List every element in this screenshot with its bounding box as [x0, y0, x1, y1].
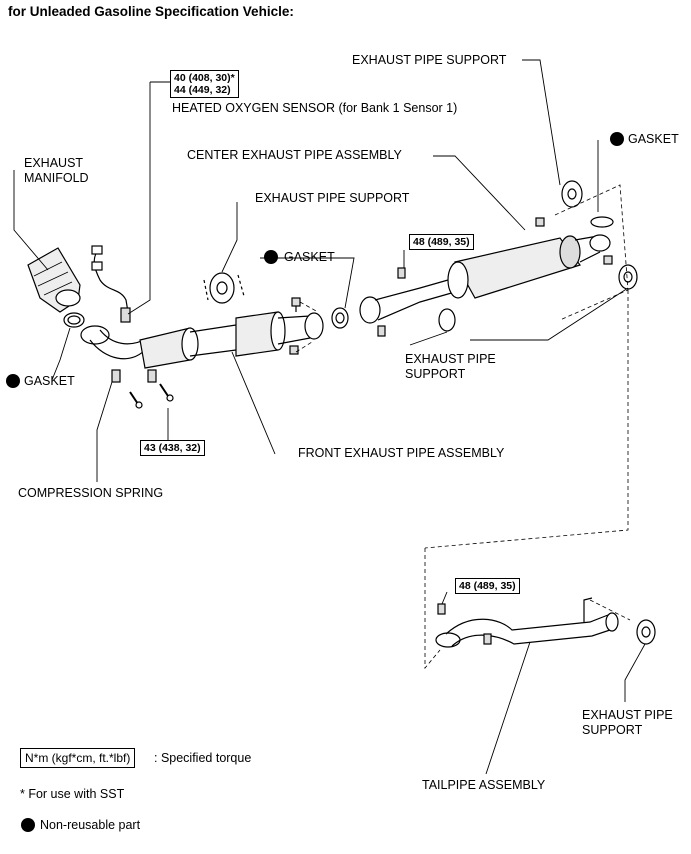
label-exhaust-manifold-line2: MANIFOLD — [24, 171, 89, 185]
exhaust-manifold — [27, 247, 81, 313]
torque-box-front-pipe: 43 (438, 32) — [140, 440, 205, 456]
label-exhaust-pipe-support-right-line2: SUPPORT — [405, 367, 466, 381]
non-reusable-icon — [610, 132, 624, 146]
label-gasket-right: GASKET — [628, 132, 679, 146]
label-center-exhaust-pipe: CENTER EXHAUST PIPE ASSEMBLY — [187, 148, 402, 162]
label-compression-spring: COMPRESSION SPRING — [18, 486, 164, 500]
non-reusable-icon — [21, 818, 35, 832]
page-title: for Unleaded Gasoline Specification Vehi… — [8, 4, 294, 19]
non-reusable-icon — [6, 374, 20, 388]
tailpipe-assembly — [435, 597, 656, 648]
label-exhaust-pipe-support-bottom-line2: SUPPORT — [582, 723, 643, 737]
legend-non-reusable: Non-reusable part — [40, 818, 141, 832]
legend-torque-desc: : Specified torque — [154, 751, 252, 765]
non-reusable-icon — [264, 250, 278, 264]
label-exhaust-pipe-support-right-line1: EXHAUST PIPE — [405, 352, 496, 366]
legend-sst-note: * For use with SST — [20, 787, 125, 801]
torque-box-tailpipe: 48 (489, 35) — [455, 578, 520, 594]
dashed-guides — [295, 184, 631, 670]
gasket-mid — [331, 307, 349, 329]
exhaust-pipe-support-right — [438, 308, 456, 332]
exhaust-pipe-support-top — [561, 180, 583, 208]
front-flange-bolts — [111, 369, 174, 409]
label-exhaust-manifold-line1: EXHAUST — [24, 156, 84, 170]
label-heated-oxygen-sensor: HEATED OXYGEN SENSOR (for Bank 1 Sensor … — [172, 101, 458, 115]
center-exhaust-pipe — [359, 217, 613, 337]
label-exhaust-pipe-support-bottom-line1: EXHAUST PIPE — [582, 708, 673, 722]
label-exhaust-pipe-support-right: EXHAUST PIPE SUPPORT — [405, 352, 496, 382]
label-gasket-mid: GASKET — [284, 250, 335, 264]
exhaust-pipe-support-mid — [209, 272, 235, 304]
heated-oxygen-sensor — [91, 245, 131, 323]
exhaust-pipe-support-bottom — [636, 619, 656, 645]
label-exhaust-pipe-support-top: EXHAUST PIPE SUPPORT — [352, 53, 507, 67]
front-exhaust-pipe — [80, 311, 324, 369]
torque-value-sensor-line2: 44 (449, 32) — [174, 84, 231, 96]
label-exhaust-manifold: EXHAUST MANIFOLD — [24, 156, 89, 186]
gasket-left — [63, 312, 85, 328]
label-exhaust-pipe-support-mid: EXHAUST PIPE SUPPORT — [255, 191, 410, 205]
gasket-right — [590, 216, 614, 228]
label-front-exhaust-pipe: FRONT EXHAUST PIPE ASSEMBLY — [298, 446, 505, 460]
torque-box-oxygen-sensor: 40 (408, 30)* 44 (449, 32) — [170, 70, 239, 98]
torque-value-sensor-line1: 40 (408, 30)* — [174, 72, 235, 84]
legend-torque-units: N*m (kgf*cm, ft.*lbf) — [20, 748, 136, 768]
leader-lines — [13, 59, 646, 775]
label-exhaust-pipe-support-bottom: EXHAUST PIPE SUPPORT — [582, 708, 673, 738]
torque-box-center-pipe: 48 (489, 35) — [409, 234, 474, 250]
label-tailpipe-assembly: TAILPIPE ASSEMBLY — [422, 778, 546, 792]
label-gasket-left: GASKET — [24, 374, 75, 388]
